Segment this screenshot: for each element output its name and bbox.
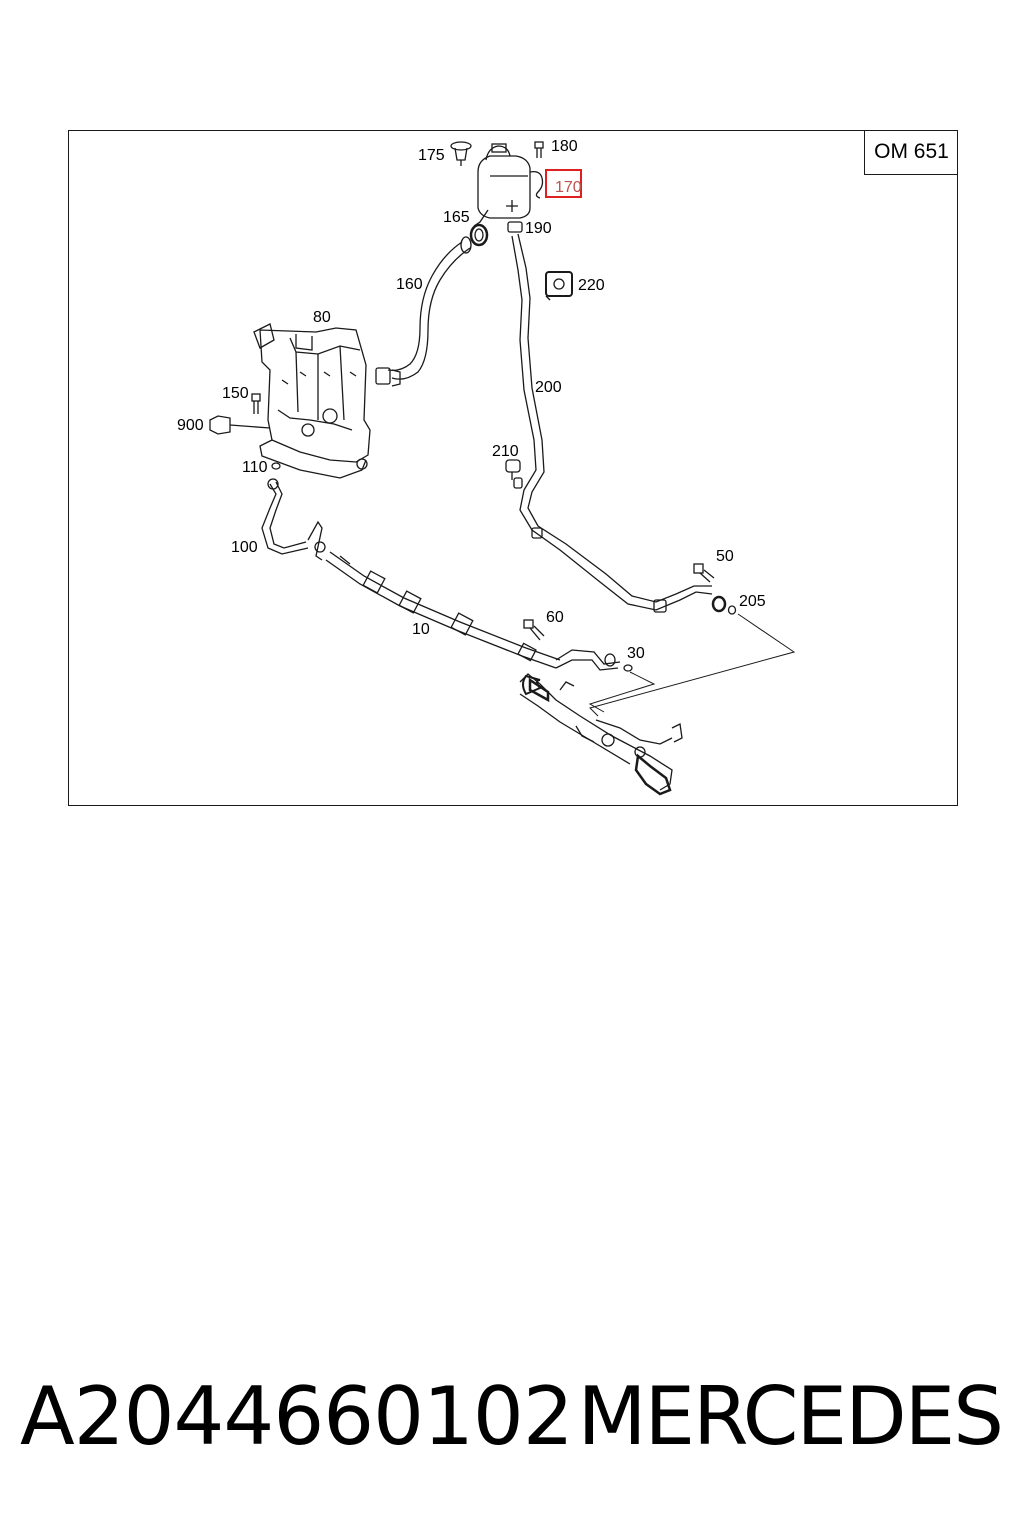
label-200[interactable]: 200 (535, 379, 562, 396)
label-900[interactable]: 900 (177, 417, 204, 434)
seal-30-drawing (623, 664, 633, 672)
bolt-60-drawing (523, 619, 545, 641)
label-180[interactable]: 180 (551, 138, 578, 155)
brand-name: MERCEDES (577, 1370, 1004, 1463)
label-60[interactable]: 60 (546, 609, 564, 626)
label-30[interactable]: 30 (627, 645, 645, 662)
label-150[interactable]: 150 (222, 385, 249, 402)
label-80[interactable]: 80 (313, 309, 331, 326)
screw-180-drawing (534, 141, 544, 158)
engine-code: OM 651 (874, 140, 949, 163)
pump-80-drawing (253, 323, 371, 479)
label-220[interactable]: 220 (578, 277, 605, 294)
label-190[interactable]: 190 (525, 220, 552, 237)
bracket-220-drawing (545, 271, 573, 301)
line-100-drawing (261, 478, 326, 561)
part-number: A2044660102 (20, 1370, 574, 1463)
leader-lines (588, 613, 796, 717)
highlight-box-170 (545, 169, 582, 198)
label-50[interactable]: 50 (716, 548, 734, 565)
bolt-150-drawing (251, 393, 261, 414)
label-205[interactable]: 205 (739, 593, 766, 610)
diagram-frame (68, 130, 958, 806)
hose-160-drawing (375, 236, 472, 387)
fitting-190-drawing (507, 221, 523, 233)
label-175[interactable]: 175 (418, 147, 445, 164)
clamp-165-drawing (469, 223, 489, 247)
label-160[interactable]: 160 (396, 276, 423, 293)
line-10-drawing (325, 551, 621, 671)
label-10[interactable]: 10 (412, 621, 430, 638)
label-170[interactable]: 170 (555, 179, 582, 196)
label-210[interactable]: 210 (492, 443, 519, 460)
engine-code-box: OM 651 (864, 130, 958, 175)
bolt-50-drawing (693, 563, 715, 583)
label-110[interactable]: 110 (242, 459, 268, 476)
steering-rack-drawing (519, 673, 683, 796)
cap-175-drawing (450, 141, 472, 166)
reservoir-drawing (473, 143, 544, 227)
bolt-210-drawing (505, 459, 521, 480)
footer: A2044660102 MERCEDES (0, 1370, 1024, 1470)
label-165[interactable]: 165 (443, 209, 470, 226)
sensor-900-drawing (209, 415, 271, 435)
seal-205-drawing (711, 595, 737, 615)
line-200-drawing (511, 233, 713, 613)
seal-110-drawing (271, 462, 281, 470)
label-100[interactable]: 100 (231, 539, 258, 556)
